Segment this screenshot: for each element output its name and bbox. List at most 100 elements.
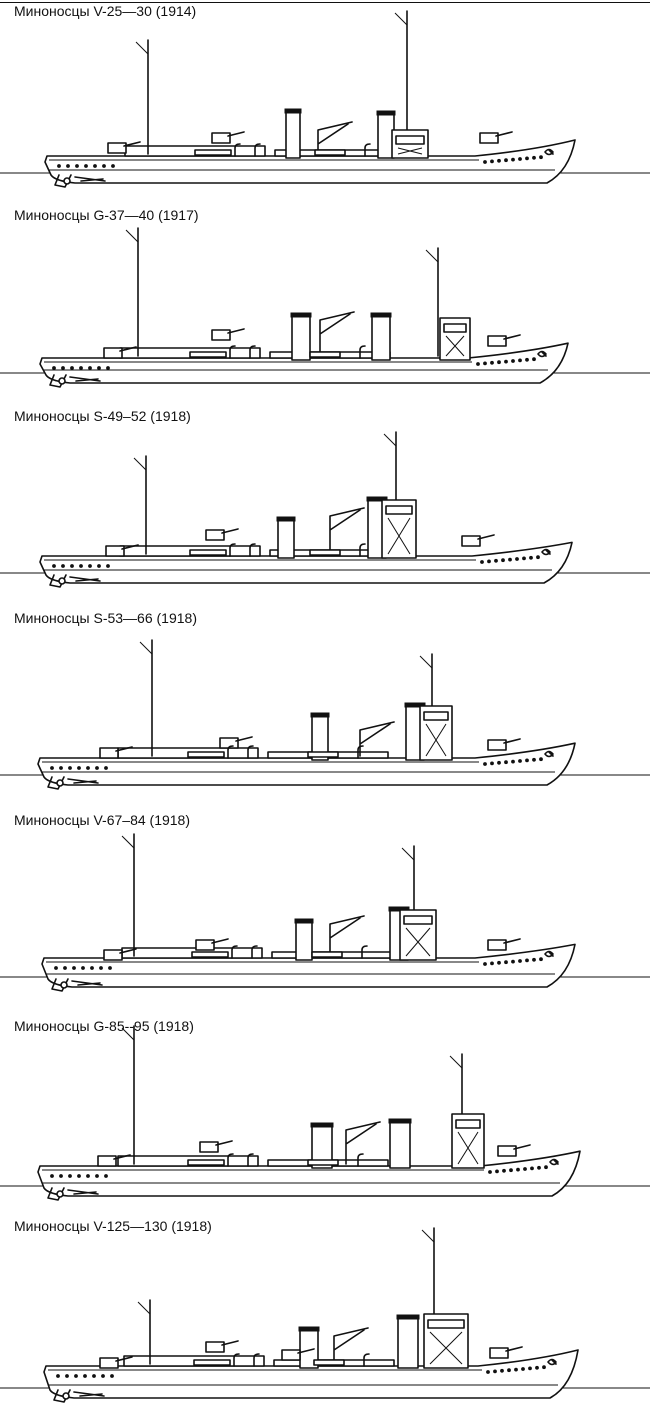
porthole: [497, 760, 501, 765]
ship-drawing-s49-52: [0, 431, 650, 588]
porthole: [50, 1174, 54, 1178]
porthole: [536, 555, 540, 560]
porthole: [483, 762, 487, 766]
funnel-cap: [366, 496, 388, 502]
porthole: [511, 759, 515, 764]
porthole: [497, 960, 501, 965]
forward-gun: [497, 1145, 517, 1157]
mid-gun: [195, 939, 215, 951]
anchor-mark: [537, 350, 547, 358]
caption-s53-66: Миноносцы S-53—66 (1918): [14, 610, 197, 626]
hull: [41, 943, 576, 988]
porthole: [70, 366, 74, 370]
porthole: [79, 564, 83, 568]
mid-gun: [211, 132, 231, 144]
hull: [39, 541, 573, 584]
porthole: [532, 155, 536, 160]
aft-gun: [99, 1357, 119, 1369]
torpedo-tube: [309, 549, 341, 556]
propeller: [58, 377, 66, 385]
funnel: [389, 1121, 411, 1169]
bridge-windows: [385, 505, 413, 515]
funnel-cap: [310, 1122, 334, 1128]
porthole: [501, 558, 505, 563]
porthole: [509, 1168, 513, 1173]
ventilator: [249, 543, 256, 557]
porthole: [99, 966, 103, 970]
aft-gun-barrel: [119, 346, 137, 352]
porthole: [493, 1369, 497, 1374]
mid-gun: [199, 1141, 219, 1153]
aft-gun-barrel: [113, 1154, 131, 1160]
crane: [345, 1121, 381, 1165]
ventilator: [233, 1353, 240, 1367]
anchor-mark: [541, 548, 551, 556]
porthole: [518, 959, 522, 963]
funnel-cap: [298, 1326, 320, 1332]
forward-gun-barrel: [495, 131, 513, 137]
porthole: [68, 1174, 72, 1178]
porthole: [523, 1167, 527, 1171]
porthole: [111, 164, 115, 168]
porthole: [106, 366, 110, 370]
bridge-truss: [397, 147, 423, 155]
propeller: [56, 1190, 64, 1198]
anchor-mark: [549, 1158, 559, 1166]
ship-drawing-g85-95: [0, 1025, 650, 1201]
porthole: [101, 1374, 105, 1378]
porthole: [518, 358, 522, 363]
porthole: [486, 1370, 490, 1374]
funnel: [295, 921, 313, 961]
porthole: [90, 966, 94, 970]
ship-drawing-v125-130: [0, 1227, 650, 1403]
mast-stay: [449, 1055, 463, 1069]
porthole: [104, 1174, 108, 1178]
porthole: [59, 1174, 63, 1178]
porthole: [102, 164, 106, 168]
torpedo-tube: [187, 1159, 225, 1166]
mast-stay: [421, 1229, 435, 1243]
bridge-truss: [445, 335, 465, 357]
caption-g37-40: Миноносцы G-37—40 (1917): [14, 207, 199, 223]
porthole: [52, 564, 56, 568]
ventilator: [227, 745, 234, 759]
porthole: [77, 766, 81, 770]
crane: [329, 507, 365, 555]
propeller: [62, 1392, 70, 1400]
ventilator: [247, 745, 254, 759]
ship-drawing-s53-66: [0, 639, 650, 790]
mast-stay: [121, 1027, 135, 1041]
bridge-windows: [403, 915, 433, 925]
porthole: [488, 1170, 492, 1174]
forward-gun: [479, 132, 499, 144]
bridge-windows: [443, 323, 467, 333]
funnel: [397, 1317, 419, 1369]
bridge-truss: [457, 1131, 479, 1165]
forward-gun: [487, 335, 507, 347]
porthole: [495, 1169, 499, 1174]
crane: [317, 121, 353, 155]
torpedo-tube: [307, 751, 339, 758]
forward-gun: [487, 939, 507, 951]
porthole: [502, 1168, 506, 1173]
forward-gun-barrel: [477, 534, 495, 540]
mid-gun-barrel: [221, 528, 239, 534]
ventilator: [359, 543, 366, 557]
ventilator: [363, 1353, 370, 1367]
porthole: [525, 958, 529, 963]
propeller: [63, 177, 71, 185]
porthole: [539, 155, 543, 160]
mid-gun: [211, 329, 231, 341]
porthole: [525, 357, 529, 362]
anchor-mark: [547, 1358, 557, 1366]
mast-stay: [383, 433, 397, 447]
porthole: [530, 1166, 534, 1171]
porthole: [65, 1374, 69, 1378]
forward-gun-barrel: [503, 738, 521, 744]
ventilator: [357, 745, 364, 759]
hull: [39, 342, 569, 384]
porthole: [50, 766, 54, 770]
funnel-cap: [388, 1118, 412, 1124]
torpedo-tube: [309, 351, 341, 358]
ventilator: [254, 143, 261, 157]
